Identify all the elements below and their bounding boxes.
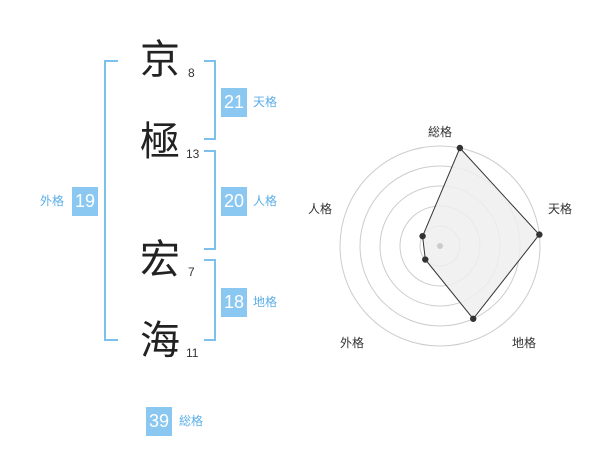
radar-label-gaikaku: 外格	[340, 336, 365, 350]
soukaku-label: 総格	[179, 414, 204, 428]
soukaku-value: 39	[146, 407, 172, 436]
jinkaku-value: 20	[221, 187, 247, 216]
radar-chart	[339, 144, 543, 347]
radar-point-5	[419, 232, 426, 240]
radar-label-jinkaku: 人格	[308, 202, 333, 216]
chikaku-value: 18	[221, 288, 247, 317]
chikaku-bracket	[204, 259, 216, 341]
gaikaku-bracket	[104, 60, 118, 341]
tenkaku-value: 21	[221, 88, 247, 117]
name-char-2: 極	[140, 119, 180, 165]
jinkaku-label: 人格	[253, 194, 278, 208]
jinkaku-bracket	[204, 150, 216, 250]
tenkaku-label: 天格	[253, 95, 278, 109]
radar-ring	[339, 145, 541, 347]
radar-label-tenkaku: 天格	[548, 202, 573, 216]
tenkaku-bracket	[204, 60, 216, 140]
radar-points	[419, 144, 543, 322]
radar-polygon	[422, 147, 540, 320]
radar-point-4	[422, 256, 429, 263]
stroke-count-1: 8	[188, 66, 195, 80]
stroke-count-4: 11	[186, 346, 199, 360]
chikaku-label: 地格	[253, 295, 278, 309]
name-char-1: 京	[140, 37, 180, 83]
name-char-4: 海	[140, 318, 180, 364]
radar-center-dot	[437, 243, 443, 249]
radar-point-1	[456, 144, 464, 152]
radar-label-soukaku: 総格	[428, 125, 453, 139]
radar-label-chikaku: 地格	[512, 336, 537, 350]
stroke-count-3: 7	[188, 265, 195, 279]
radar-point-3	[470, 315, 477, 322]
gaikaku-value: 19	[72, 187, 98, 216]
name-char-3: 宏	[140, 237, 180, 283]
stroke-count-2: 13	[186, 147, 200, 161]
gaikaku-label: 外格	[40, 194, 65, 208]
radar-point-2	[536, 231, 543, 238]
